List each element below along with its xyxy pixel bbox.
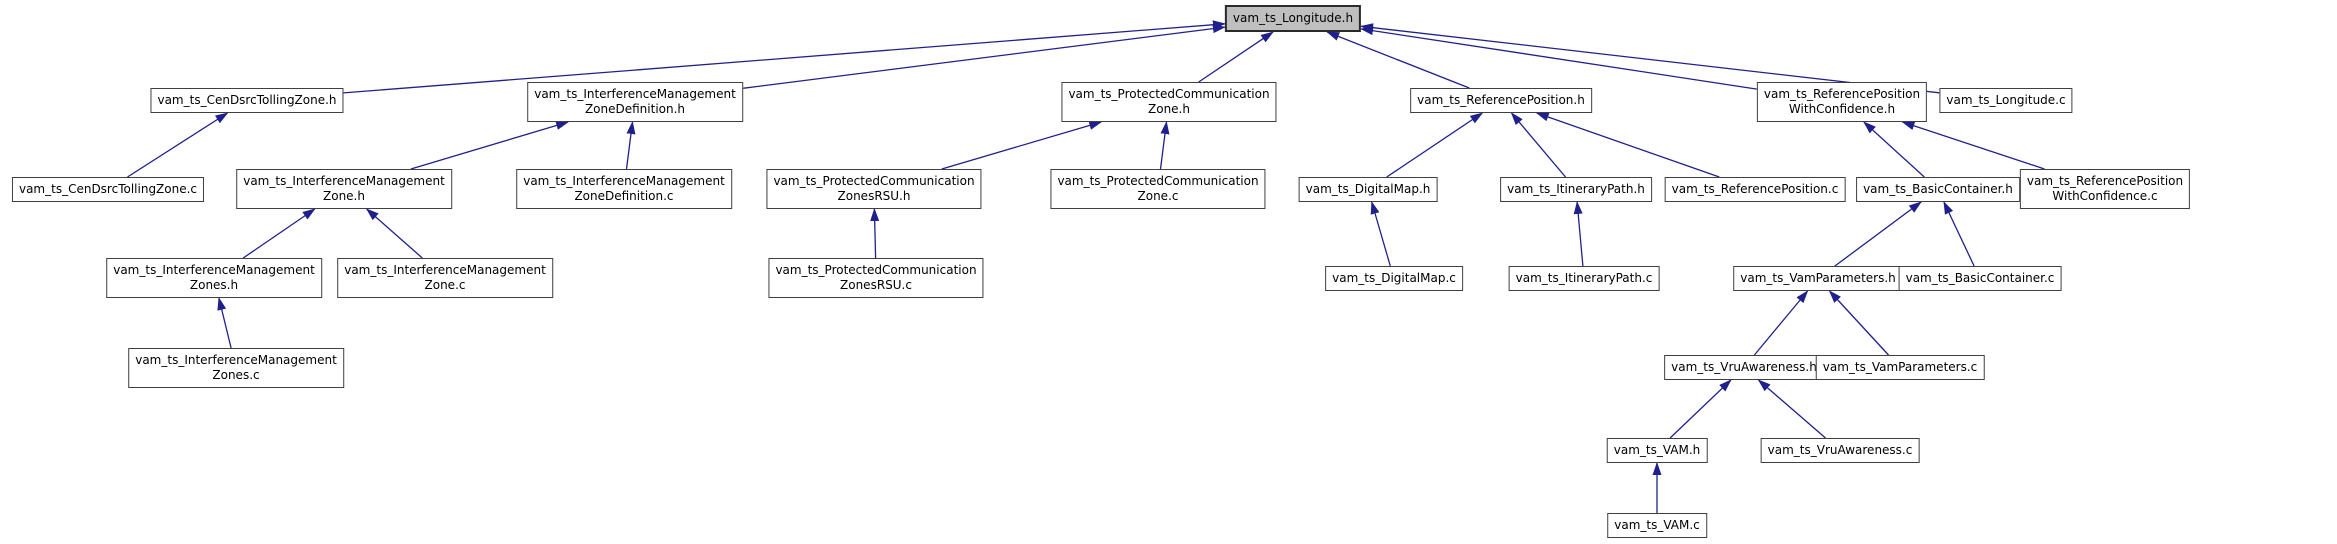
node-refpos_h[interactable]: vam_ts_ReferencePosition.h [1410,88,1592,113]
node-digitalmap_h[interactable]: vam_ts_DigitalMap.h [1298,177,1438,202]
edge-digitalmap_h-to-refpos_h [1386,112,1484,178]
edge-imz_c-to-imz_h [365,208,423,259]
node-itinerary_h[interactable]: vam_ts_ItineraryPath.h [1500,177,1652,202]
node-longitude_h[interactable]: vam_ts_Longitude.h [1224,5,1362,32]
edge-itinerary_c-to-itinerary_h [1573,201,1584,267]
node-rpwc_h[interactable]: vam_ts_ReferencePosition WithConfidence.… [1756,82,1928,122]
edge-vamparams_h-to-basiccontainer_h [1834,201,1922,267]
node-rpwc_c[interactable]: vam_ts_ReferencePosition WithConfidence.… [2019,169,2191,209]
edge-digitalmap_c-to-digitalmap_h [1370,201,1391,267]
edge-pcz_c-to-pcz_h [1159,121,1170,170]
node-pcz_h[interactable]: vam_ts_ProtectedCommunication Zone.h [1061,82,1277,122]
node-cendsrc_h[interactable]: vam_ts_CenDsrcTollingZone.h [150,88,344,113]
edge-basiccontainer_h-to-rpwc_h [1863,121,1925,178]
edge-imz_h-to-imzd_h [410,121,570,170]
edge-longitude_c-to-longitude_h [1360,23,1940,94]
edge-cendsrc_c-to-cendsrc_h [127,112,229,178]
node-basiccontainer_c[interactable]: vam_ts_BasicContainer.c [1898,266,2062,291]
edge-pczrsu_h-to-pcz_h [941,121,1103,170]
edge-vamparams_c-to-vamparams_h [1828,290,1889,356]
edge-rpwc_c-to-rpwc_h [1901,121,2045,170]
node-vam_c[interactable]: vam_ts_VAM.c [1607,513,1707,538]
edge-imzd_c-to-imzd_h [625,121,636,170]
edge-vam_h-to-vruawareness_h [1669,379,1732,439]
edge-refpos_c-to-refpos_h [1535,112,1720,178]
node-imzd_c[interactable]: vam_ts_InterferenceManagement ZoneDefini… [516,169,732,209]
node-pczrsu_c[interactable]: vam_ts_ProtectedCommunication ZonesRSU.c [768,258,984,298]
node-refpos_c[interactable]: vam_ts_ReferencePosition.c [1664,177,1846,202]
node-cendsrc_c[interactable]: vam_ts_CenDsrcTollingZone.c [11,177,205,202]
node-vam_h[interactable]: vam_ts_VAM.h [1606,438,1708,463]
node-vamparams_h[interactable]: vam_ts_VamParameters.h [1733,266,1903,291]
node-imz_h[interactable]: vam_ts_InterferenceManagement Zone.h [236,169,452,209]
edge-imzs_h-to-imz_h [242,208,316,259]
edge-basiccontainer_c-to-basiccontainer_h [1943,201,1975,267]
node-imz_c[interactable]: vam_ts_InterferenceManagement Zone.c [337,258,553,298]
node-vamparams_c[interactable]: vam_ts_VamParameters.c [1815,355,1985,380]
node-imzs_h[interactable]: vam_ts_InterferenceManagement Zones.h [106,258,322,298]
node-pcz_c[interactable]: vam_ts_ProtectedCommunication Zone.c [1050,169,1266,209]
edge-cendsrc_h-to-longitude_h [343,20,1226,94]
node-longitude_c[interactable]: vam_ts_Longitude.c [1939,88,2073,113]
node-basiccontainer_h[interactable]: vam_ts_BasicContainer.h [1856,177,2020,202]
edge-itinerary_h-to-refpos_h [1510,112,1566,178]
node-pczrsu_h[interactable]: vam_ts_ProtectedCommunication ZonesRSU.h [766,169,982,209]
node-vruawareness_c[interactable]: vam_ts_VruAwareness.c [1760,438,1920,463]
edge-pczrsu_c-to-pczrsu_h [870,208,880,259]
edge-imzs_c-to-imzs_h [217,297,232,349]
node-imzs_c[interactable]: vam_ts_InterferenceManagement Zones.c [128,348,344,388]
edge-imzd_h-to-longitude_h [742,24,1226,89]
node-digitalmap_c[interactable]: vam_ts_DigitalMap.c [1325,266,1463,291]
edge-rpwc_h-to-longitude_h [1360,26,1757,90]
edge-vruawareness_c-to-vruawareness_h [1757,379,1826,439]
edge-refpos_h-to-longitude_h [1326,31,1470,89]
edge-vruawareness_h-to-vamparams_h [1753,290,1809,356]
node-imzd_h[interactable]: vam_ts_InterferenceManagement ZoneDefini… [527,82,743,122]
edge-pcz_h-to-longitude_h [1198,31,1274,83]
node-vruawareness_h[interactable]: vam_ts_VruAwareness.h [1664,355,1824,380]
node-itinerary_c[interactable]: vam_ts_ItineraryPath.c [1508,266,1660,291]
